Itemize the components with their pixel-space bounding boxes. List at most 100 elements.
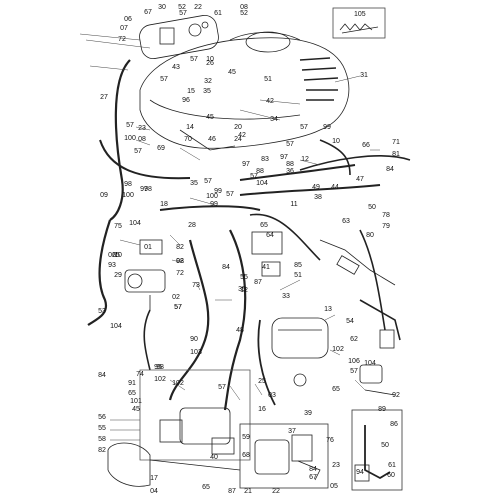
callout: 61 (388, 462, 396, 469)
callout: 92 (392, 392, 400, 399)
callout: 84 (386, 166, 394, 173)
callout: 31 (360, 72, 368, 79)
callout: 65 (128, 390, 136, 397)
callout: 84 (98, 372, 106, 379)
callout: 48 (236, 327, 244, 334)
callout: 12 (301, 156, 309, 163)
callout: 11 (290, 201, 298, 208)
callout: 45 (228, 69, 236, 76)
callout: 82 (176, 244, 184, 251)
callout: 55 (98, 425, 106, 432)
callout: 86 (390, 421, 398, 428)
callout: 71 (392, 139, 400, 146)
spray-gun (359, 299, 401, 396)
callout: 102 (154, 376, 166, 383)
callout: 10 (114, 252, 122, 259)
callout: 70 (184, 136, 192, 143)
callout: 06 (124, 16, 132, 23)
callout: 62 (350, 336, 358, 343)
callout: 57 (250, 173, 258, 180)
callout: 97 (280, 154, 288, 161)
callout: 57 (126, 122, 134, 129)
callout: 102 (332, 346, 344, 353)
engine-unit (139, 369, 251, 471)
callout: 35 (203, 88, 211, 95)
callout: 61 (214, 10, 222, 17)
callout: 100 (206, 193, 218, 200)
callout: 57 (226, 191, 234, 198)
callout: 55 (240, 274, 248, 281)
callout: 93 (108, 262, 116, 269)
callout: 05 (330, 483, 338, 490)
callout: 66 (362, 142, 370, 149)
callout: 32 (204, 78, 212, 85)
callout: 84 (222, 264, 230, 271)
callout: 45 (206, 114, 214, 121)
callout: 87 (228, 488, 236, 495)
callout: 13 (324, 306, 332, 313)
inset-box-top-right: 105 (332, 7, 386, 39)
callout: 57 (179, 10, 187, 17)
callout: 60 (387, 472, 395, 479)
callout: 38 (314, 194, 322, 201)
callout: 57 (174, 304, 182, 311)
inset-box-bottom-center (239, 423, 329, 489)
callout: 101 (130, 398, 142, 405)
callout: 52 (240, 10, 248, 17)
inset-tag: 105 (354, 11, 366, 18)
callout: 42 (266, 98, 274, 105)
callout: 24 (234, 136, 242, 143)
callout: 85 (294, 262, 302, 269)
callout: 46 (208, 136, 216, 143)
callout: 02 (172, 294, 180, 301)
callout: 80 (366, 232, 374, 239)
callout: 57 (204, 178, 212, 185)
hose-network (87, 59, 411, 411)
callout: 03 (268, 392, 276, 399)
callout: 65 (260, 222, 268, 229)
callout: 51 (264, 76, 272, 83)
cover-part (107, 442, 151, 487)
callout: 57 (190, 56, 198, 63)
callout: 14 (186, 124, 194, 131)
callout: 36 (286, 168, 294, 175)
callout: 43 (172, 64, 180, 71)
callout: 28 (188, 222, 196, 229)
callout: 98 (144, 186, 152, 193)
callout: 72 (118, 36, 126, 43)
callout: 57 (218, 384, 226, 391)
tank (139, 31, 350, 151)
callout: 89 (378, 406, 386, 413)
callout: 08 (240, 4, 248, 11)
accumulator (271, 317, 329, 387)
callout: 18 (160, 201, 168, 208)
callout: 95 (154, 364, 162, 371)
callout: 99 (210, 201, 218, 208)
callout: 30 (158, 4, 166, 11)
callout: 76 (326, 437, 334, 444)
callout: 68 (242, 452, 250, 459)
callout: 37 (288, 428, 296, 435)
callout: 88 (256, 168, 264, 175)
callout: 97 (140, 186, 148, 193)
pump-left (124, 239, 166, 310)
callout: 75 (114, 223, 122, 230)
callout: 103 (190, 349, 202, 356)
callout: 15 (187, 88, 195, 95)
callout: 39 (304, 410, 312, 417)
callout: 21 (244, 488, 252, 495)
callout: 64 (266, 232, 274, 239)
callout: 22 (194, 4, 202, 11)
callout: 82 (98, 447, 106, 454)
callout: 50 (368, 204, 376, 211)
callout: 49 (312, 184, 320, 191)
callout: 78 (382, 212, 390, 219)
callout: 22 (272, 488, 280, 495)
callout: 12 (240, 287, 248, 294)
callout: 106 (348, 358, 360, 365)
callout: 33 (282, 293, 290, 300)
callout: 104 (129, 220, 141, 227)
callout: 69 (157, 145, 165, 152)
callout: 02 (176, 258, 184, 265)
callout: 57 (286, 141, 294, 148)
